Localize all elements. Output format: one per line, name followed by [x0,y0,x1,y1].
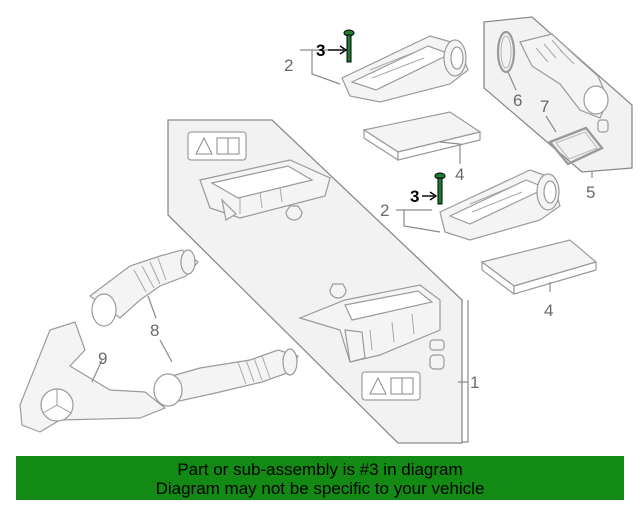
callout-8: 8 [150,321,159,340]
callout-2-top: 2 [284,56,293,75]
callout-3-top: 3 [316,41,325,60]
intake-duct-5 [519,33,609,133]
bolt-3-middle-icon [434,172,446,205]
callout-6: 6 [513,91,522,110]
parts-diagram: 1 2 2 3 3 4 4 5 6 7 8 9 [19,16,633,444]
intake-duct-lower-8 [153,348,299,407]
leader-lines [91,45,593,443]
banner-line-1: Part or sub-assembly is #3 in diagram [177,460,463,479]
callout-9: 9 [98,349,107,368]
info-banner: Part or sub-assembly is #3 in diagram Di… [16,456,624,500]
callout-2-middle: 2 [380,201,389,220]
seal-ring-6 [496,30,516,74]
callout-3-middle: 3 [410,187,419,206]
warning-label-icon-bottom [361,371,421,401]
callout-1: 1 [470,373,479,392]
warning-label-icon-top [187,131,247,161]
intake-duct-upper-8 [88,249,199,327]
callout-5: 5 [586,183,595,202]
callout-4-top: 4 [455,165,464,184]
airbox-lower-half-bottom [298,283,445,370]
engine-cover-9 [19,321,167,433]
callout-7: 7 [540,97,549,116]
airbox-cover-middle [439,169,561,241]
air-filter-top [362,111,482,162]
callout-4-middle: 4 [544,301,553,320]
airbox-cover-top [341,35,469,103]
airbox-lower-half-top [199,159,331,221]
banner-line-2: Diagram may not be specific to your vehi… [155,479,485,498]
bolt-3-top-icon [343,29,355,63]
gasket-7 [548,126,604,166]
assembly-panel-5 [483,16,633,173]
air-filter-middle [480,239,598,296]
